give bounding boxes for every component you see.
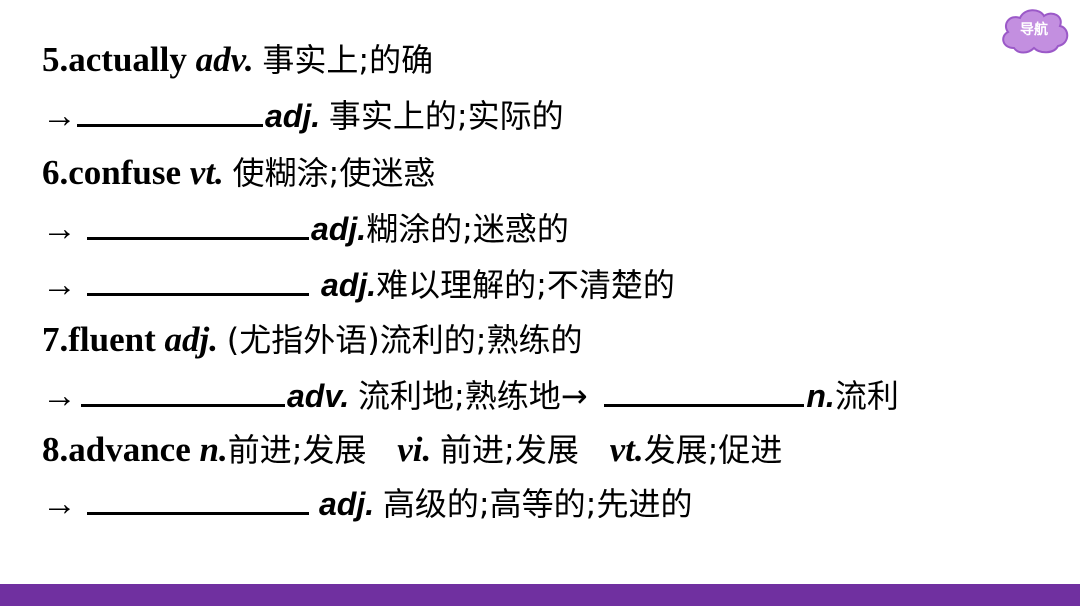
meaning: 前进;发展	[227, 431, 367, 469]
headword: actually	[68, 40, 187, 79]
answer-blank[interactable]	[81, 378, 285, 407]
arrow: →	[42, 484, 77, 523]
meaning-2: 流利	[834, 377, 899, 415]
answer-blank[interactable]	[77, 98, 263, 127]
nav-button[interactable]: 导航	[996, 4, 1072, 56]
headword: confuse	[68, 153, 182, 192]
answer-blank[interactable]	[87, 267, 309, 296]
part-of-speech-2: n.	[806, 378, 835, 414]
vocab-line-5-derivative: → adj. 事实上的;实际的	[42, 96, 564, 136]
part-of-speech: n.	[199, 430, 228, 469]
nav-label: 导航	[1020, 22, 1048, 38]
vocab-line-6: 6.confuse vt. 使糊涂;使迷惑	[42, 153, 435, 193]
headword: advance	[68, 430, 191, 469]
part-of-speech: adj.	[319, 486, 375, 522]
item-number: 6.	[42, 153, 69, 192]
part-of-speech: adj.	[321, 267, 377, 303]
meaning: (尤指外语)流利的;熟练的	[226, 321, 583, 359]
item-number: 8.	[42, 430, 69, 469]
footer-bar	[0, 584, 1080, 606]
meaning: 事实上;的确	[262, 41, 434, 79]
vocab-line-7: 7.fluent adj. (尤指外语)流利的;熟练的	[42, 320, 583, 360]
vocab-line-7-derivatives: → adv. 流利地;熟练地→ n.流利	[42, 376, 899, 416]
cloud-icon	[1002, 9, 1069, 54]
part-of-speech-2: vi.	[397, 430, 432, 469]
part-of-speech: adj.	[311, 211, 367, 247]
part-of-speech: adj.	[265, 98, 321, 134]
answer-blank[interactable]	[87, 486, 309, 515]
meaning: 高级的;高等的;先进的	[382, 485, 693, 523]
vocab-line-5: 5.actually adv. 事实上;的确	[42, 40, 433, 80]
arrow: →	[42, 376, 77, 415]
part-of-speech: adj.	[164, 320, 218, 359]
headword: fluent	[68, 320, 156, 359]
meaning: 流利地;熟练地→	[358, 377, 588, 415]
vocab-line-6-derivative-a: → adj.糊涂的;迷惑的	[42, 209, 569, 249]
meaning: 事实上的;实际的	[328, 97, 564, 135]
part-of-speech: adv.	[287, 378, 350, 414]
vocab-line-8: 8.advance n.前进;发展 vi. 前进;发展 vt.发展;促进	[42, 430, 782, 470]
vocab-line-8-derivative: → adj. 高级的;高等的;先进的	[42, 484, 692, 524]
item-number: 7.	[42, 320, 69, 359]
answer-blank[interactable]	[87, 211, 309, 240]
part-of-speech: vt.	[189, 153, 224, 192]
part-of-speech-3: vt.	[609, 430, 644, 469]
answer-blank-2[interactable]	[604, 378, 805, 407]
meaning: 糊涂的;迷惑的	[366, 210, 569, 248]
meaning: 使糊涂;使迷惑	[232, 154, 436, 192]
arrow: →	[42, 265, 77, 304]
meaning: 难以理解的;不清楚的	[376, 266, 675, 304]
arrow: →	[42, 96, 77, 135]
meaning-2: 前进;发展	[440, 431, 579, 469]
vocab-line-6-derivative-b: → adj.难以理解的;不清楚的	[42, 265, 675, 305]
meaning-3: 发展;促进	[643, 431, 783, 469]
item-number: 5.	[42, 40, 69, 79]
part-of-speech: adv.	[195, 40, 254, 79]
arrow: →	[42, 209, 77, 248]
